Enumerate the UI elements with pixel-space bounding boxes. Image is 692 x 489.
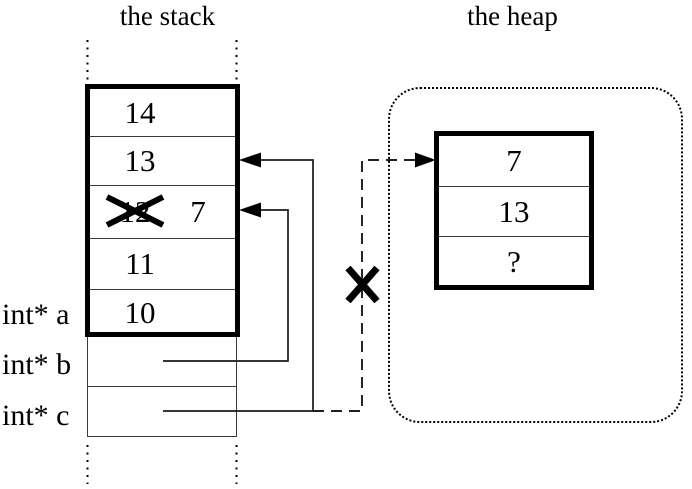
stack-cell-new-value: 7 bbox=[190, 194, 206, 229]
heap-title: the heap bbox=[467, 1, 558, 31]
stack-cell-old-value: 12 bbox=[119, 194, 151, 229]
label-int-a: int* a bbox=[2, 298, 70, 331]
heap-cell-unknown: ? bbox=[507, 243, 521, 279]
heap-cell-13: 13 bbox=[439, 187, 589, 237]
stack-cell-13: 13 bbox=[90, 137, 235, 186]
heap-object-box: 7 13 ? bbox=[434, 131, 594, 290]
label-int-b: int* b bbox=[2, 348, 72, 381]
stack-cell-10: 10 bbox=[90, 290, 235, 336]
heap-cell-7: 7 bbox=[439, 136, 589, 187]
stack-cell-12-overwritten: 12 7 bbox=[90, 186, 235, 239]
label-int-c: int* c bbox=[2, 399, 70, 432]
stack-cell-11: 11 bbox=[90, 239, 235, 290]
pointer-b-arrowhead bbox=[239, 202, 261, 218]
stack-cell-14: 14 bbox=[90, 89, 235, 137]
stack-cell-value: 10 bbox=[124, 295, 156, 330]
stack-cell-value: 11 bbox=[125, 246, 155, 281]
stack-cell-value: 14 bbox=[124, 94, 156, 130]
stack-title: the stack bbox=[119, 1, 216, 31]
severed-link-x-icon bbox=[345, 265, 380, 304]
pointer-cell-b bbox=[87, 337, 237, 387]
stack-cell-value: 13 bbox=[124, 143, 156, 178]
pointer-cell-c bbox=[87, 387, 237, 437]
pointer-c-arrowhead bbox=[239, 152, 261, 168]
stack-frame-box: 14 13 12 7 11 10 bbox=[85, 84, 240, 337]
